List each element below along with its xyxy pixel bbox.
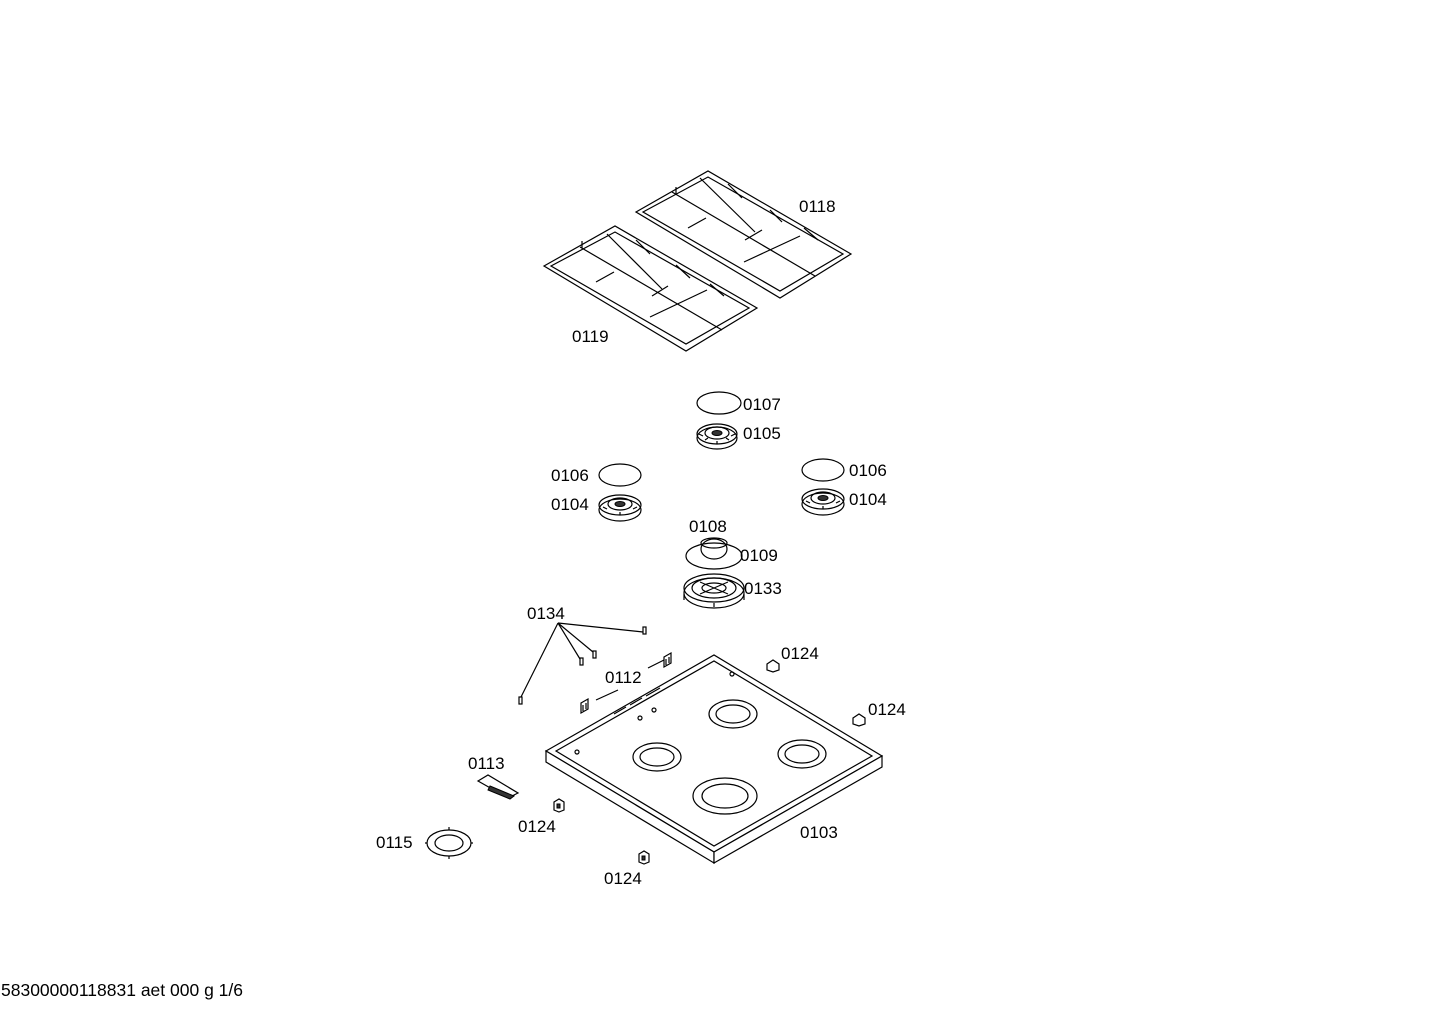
label-0104-left: 0104 <box>551 495 589 514</box>
pan-support-0119[interactable] <box>542 225 759 352</box>
burner-head-0104-right[interactable] <box>801 488 845 516</box>
burner-ring-0109[interactable] <box>685 542 743 570</box>
label-0112: 0112 <box>605 668 642 687</box>
label-0103: 0103 <box>800 823 838 842</box>
label-0118: 0118 <box>799 197 836 216</box>
burner-cap-0108[interactable] <box>700 537 728 560</box>
label-0113: 0113 <box>468 754 505 773</box>
label-0124-bottom: 0124 <box>604 869 642 888</box>
bracket-0112[interactable] <box>580 651 672 715</box>
burner-head-0105[interactable] <box>696 423 738 450</box>
burner-cap-0107[interactable] <box>696 391 742 415</box>
burner-head-0104-left[interactable] <box>598 494 642 522</box>
label-0105: 0105 <box>743 424 781 443</box>
clip-0124-bottom[interactable] <box>638 850 650 865</box>
pan-support-0118[interactable] <box>634 170 853 299</box>
screws-0134[interactable] <box>518 622 647 705</box>
label-0124-top: 0124 <box>781 644 819 663</box>
label-0106-left: 0106 <box>551 466 589 485</box>
clip-0124-top[interactable] <box>766 659 780 673</box>
pan-adapter-0115[interactable] <box>425 827 473 859</box>
label-0109: 0109 <box>740 546 778 565</box>
document-id: 58300000118831 aet 000 g 1/6 <box>1 980 243 1000</box>
label-0133: 0133 <box>744 579 782 598</box>
cooktop-0103[interactable] <box>544 654 884 865</box>
clip-0124-right[interactable] <box>852 713 866 727</box>
label-0107: 0107 <box>743 395 781 414</box>
label-0134: 0134 <box>527 604 565 623</box>
label-0106-right: 0106 <box>849 461 887 480</box>
burner-cap-0106-left[interactable] <box>598 463 642 487</box>
label-0104-right: 0104 <box>849 490 887 509</box>
label-0119: 0119 <box>572 327 609 346</box>
label-0124-right: 0124 <box>868 700 906 719</box>
lever-0113[interactable] <box>476 774 520 800</box>
label-0124-left: 0124 <box>518 817 556 836</box>
burner-head-0133[interactable] <box>683 573 745 609</box>
clip-0124-left[interactable] <box>553 798 565 813</box>
burner-cap-0106-right[interactable] <box>801 458 845 482</box>
label-0115: 0115 <box>376 833 413 852</box>
label-0108: 0108 <box>689 517 727 536</box>
